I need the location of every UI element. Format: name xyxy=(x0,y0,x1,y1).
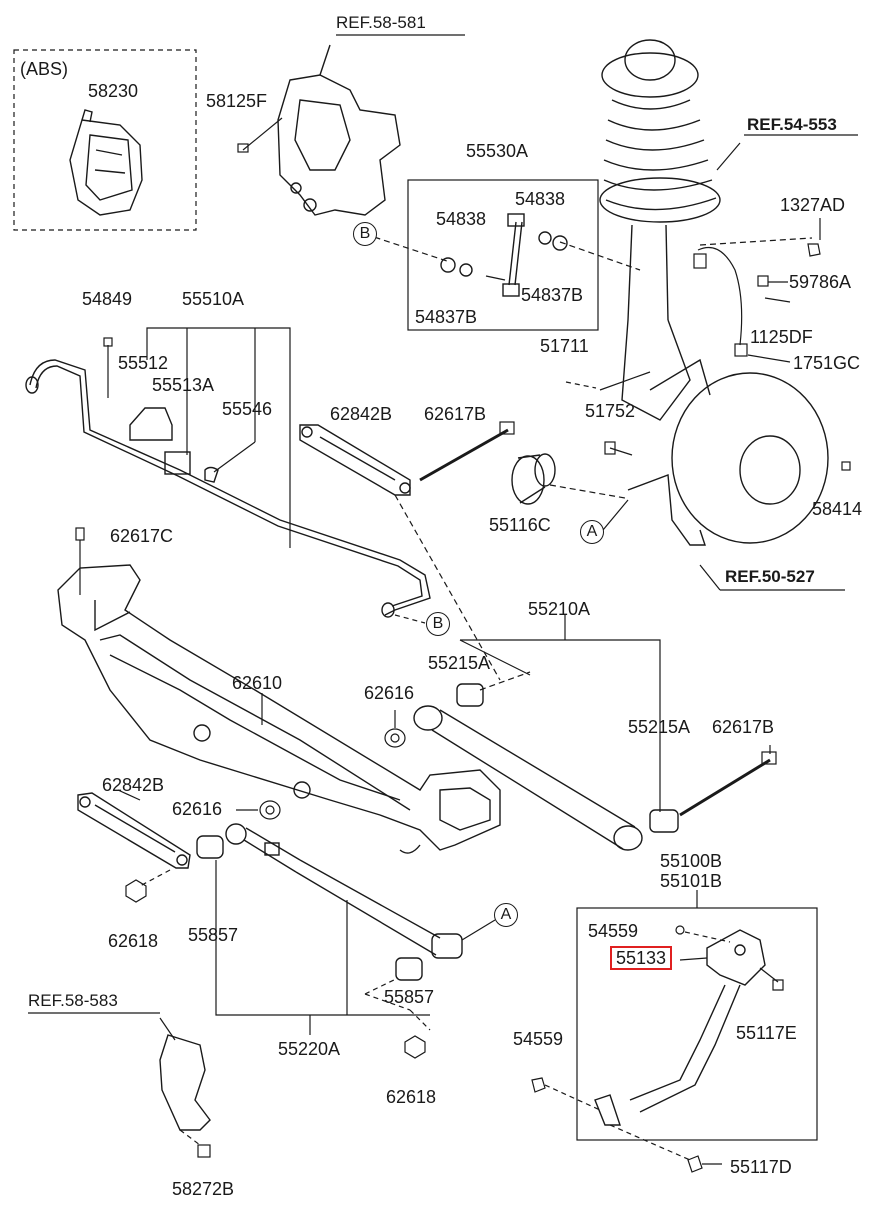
rear-assembly-box xyxy=(576,907,818,1141)
carrier-arm-drawing xyxy=(594,929,766,1126)
part-62842b-upper: 62842B xyxy=(330,404,393,424)
trailing-arm-drawing xyxy=(196,823,463,981)
stabilizer-bar-drawing xyxy=(25,359,431,618)
part-55513a: 55513A xyxy=(152,375,215,395)
part-55116c: 55116C xyxy=(489,515,551,535)
part-54837b-left: 54837B xyxy=(415,307,478,327)
part-55215a-lower: 55215A xyxy=(628,717,691,737)
subframe-drawing xyxy=(57,564,501,854)
washer-62616-b-drawing xyxy=(259,800,281,820)
callout-b-upper: B xyxy=(353,222,377,246)
part-54559-lower: 54559 xyxy=(513,1029,564,1049)
part-58414: 58414 xyxy=(812,499,863,519)
part-55510a: 55510A xyxy=(182,289,245,309)
part-55215a-upper: 55215A xyxy=(428,653,491,673)
part-62616-lower: 62616 xyxy=(172,799,223,819)
hub-disc-drawing xyxy=(627,358,829,546)
part-55857-left: 55857 xyxy=(188,925,239,945)
abs-caliper-drawing xyxy=(69,109,143,216)
part-55546: 55546 xyxy=(222,399,273,419)
part-55117d: 55117D xyxy=(730,1157,792,1177)
part-62618-right: 62618 xyxy=(386,1087,437,1107)
stabilizer-link-drawing xyxy=(440,213,568,297)
part-1125df: 1125DF xyxy=(750,327,813,347)
lateral-arm-drawing xyxy=(413,683,679,851)
part-55101b: 55101B xyxy=(660,871,723,891)
abs-title: (ABS) xyxy=(20,59,69,79)
upper-link-drawing xyxy=(299,424,411,496)
caliper-drawing xyxy=(277,44,401,216)
part-62617b-upper: 62617B xyxy=(424,404,487,424)
part-54559-upper: 54559 xyxy=(588,921,639,941)
part-62618-left: 62618 xyxy=(108,931,159,951)
strut-spring-drawing xyxy=(599,39,721,421)
part-58125f: 58125F xyxy=(206,91,268,111)
callout-a-upper: A xyxy=(580,520,604,544)
part-55530a: 55530A xyxy=(466,141,529,161)
part-55210a: 55210A xyxy=(528,599,591,619)
ref-50-527-label: REF.50-527 xyxy=(725,567,815,586)
part-55133-highlighted[interactable]: 55133 xyxy=(610,946,673,970)
part-55100b: 55100B xyxy=(660,851,723,871)
part-59786a: 59786A xyxy=(789,272,852,292)
sensor-wire xyxy=(693,246,748,357)
part-62610: 62610 xyxy=(232,673,283,693)
part-55857-right: 55857 xyxy=(384,987,435,1007)
part-58272b: 58272B xyxy=(172,1179,235,1199)
part-51711: 51711 xyxy=(540,336,589,356)
part-58230: 58230 xyxy=(88,81,139,101)
part-51752: 51752 xyxy=(585,401,636,421)
ref-58-581-label: REF.58-581 xyxy=(336,13,426,32)
part-54838-left: 54838 xyxy=(436,209,487,229)
part-62842b-lower: 62842B xyxy=(102,775,165,795)
part-55512: 55512 xyxy=(118,353,169,373)
abs-box xyxy=(13,49,197,231)
ref-58583-bracket-drawing xyxy=(159,1034,211,1131)
part-62617b-lower: 62617B xyxy=(712,717,775,737)
part-1327ad: 1327AD xyxy=(780,195,846,215)
ref-54-553-label: REF.54-553 xyxy=(747,115,837,134)
bolt-62617b-a-drawing xyxy=(419,428,509,482)
part-55220a: 55220A xyxy=(278,1039,341,1059)
part-1751gc: 1751GC xyxy=(793,353,861,373)
washer-62616-a-drawing xyxy=(384,728,406,748)
part-55117e: 55117E xyxy=(736,1023,797,1043)
callout-a-lower: A xyxy=(494,903,518,927)
part-54849: 54849 xyxy=(82,289,133,309)
bush-55116c-drawing xyxy=(511,453,556,505)
bolt-62617b-b-drawing xyxy=(679,758,771,817)
part-54837b-right: 54837B xyxy=(521,285,584,305)
part-62616-upper: 62616 xyxy=(364,683,415,703)
part-62617c: 62617C xyxy=(110,526,174,546)
ref-58-583-label: REF.58-583 xyxy=(28,991,118,1010)
stabilizer-bracket-drawing xyxy=(129,407,219,483)
lower-link-drawing xyxy=(77,792,191,869)
part-54838-right: 54838 xyxy=(515,189,566,209)
callout-b-lower: B xyxy=(426,612,450,636)
